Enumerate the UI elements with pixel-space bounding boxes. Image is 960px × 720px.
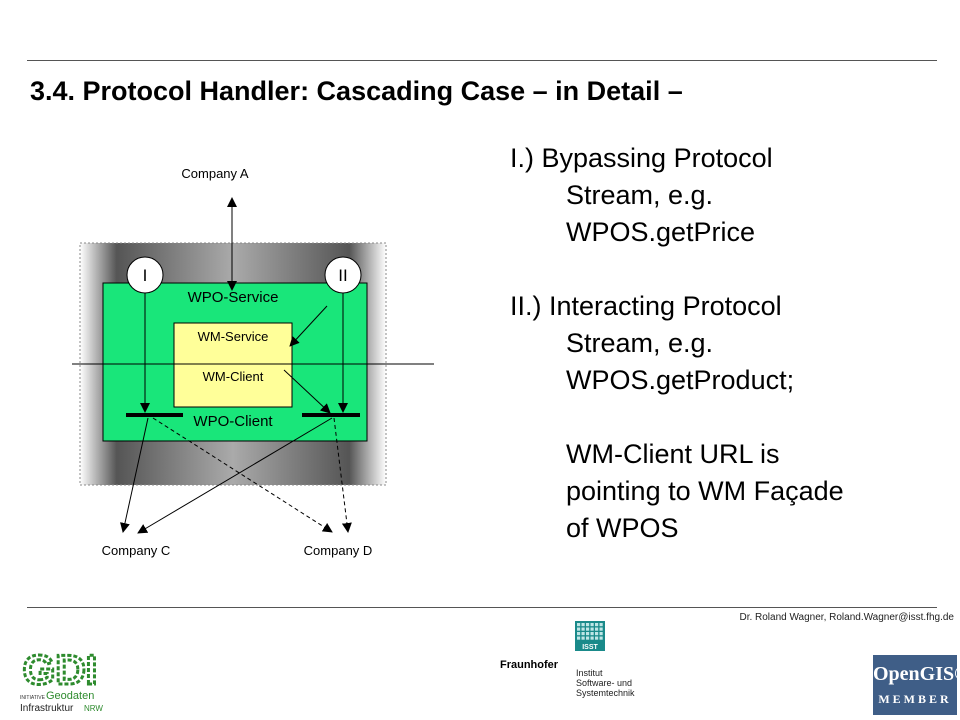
flow-left-to-c	[120, 417, 149, 533]
point-interacting: II.) Interacting Protocol Stream, e.g. W…	[510, 288, 844, 547]
isst-grid-cell	[599, 627, 603, 631]
isst-logo: ISST	[575, 621, 605, 651]
isst-grid-cell	[599, 636, 603, 640]
flow-right-to-c	[137, 417, 333, 534]
isst-grid-cell	[599, 623, 603, 627]
isst-grid-cell	[581, 636, 585, 640]
isst-grid-cell	[590, 636, 594, 640]
institut-line: Software- und	[576, 678, 633, 688]
interact-arrow-in	[289, 305, 328, 347]
interact-arrow-out	[283, 369, 331, 414]
opengis-logo-top: OpenGIS®	[873, 663, 960, 685]
isst-grid-cell	[581, 627, 585, 631]
isst-grid-cell	[586, 636, 590, 640]
company-a-label: Company A	[181, 166, 249, 181]
gdi-tag-nrw: NRW	[84, 704, 103, 713]
isst-grid-cell	[595, 636, 599, 640]
isst-grid-cell	[595, 623, 599, 627]
company-d-label: Company D	[304, 543, 373, 558]
isst-grid-cell	[599, 632, 603, 636]
wm-client-label: WM-Client	[203, 369, 264, 384]
isst-grid-cell	[586, 627, 590, 631]
wpo-client-label: WPO-Client	[193, 413, 273, 430]
author-credit: Dr. Roland Wagner, Roland.Wagner@isst.fh…	[739, 612, 954, 623]
gdi-tag-infrastruktur: Infrastruktur	[20, 703, 74, 714]
point-interacting-line: pointing to WM Façade	[566, 476, 844, 506]
wpo-service-label: WPO-Service	[188, 289, 279, 306]
isst-grid-cell	[590, 632, 594, 636]
institut-label: Institut Software- und Systemtechnik	[576, 668, 635, 698]
fraunhofer-label: Fraunhofer	[500, 659, 559, 671]
gdi-logo-letters: GDI	[23, 646, 98, 693]
institut-line: Institut	[576, 668, 603, 678]
point-interacting-heading: II.) Interacting Protocol	[510, 291, 782, 321]
page-title: 3.4. Protocol Handler: Cascading Case – …	[30, 76, 683, 106]
flow-right-to-d	[333, 417, 352, 533]
point-interacting-line: of WPOS	[566, 513, 679, 543]
marker-i-label: I	[143, 266, 148, 285]
institut-line: Systemtechnik	[576, 688, 635, 698]
top-rule	[27, 60, 937, 61]
isst-grid-cell	[595, 627, 599, 631]
gdi-logo: GDI INITIATIVE Geodaten Infrastruktur NR…	[6, 640, 114, 714]
company-c-label: Company C	[102, 543, 171, 558]
point-interacting-line: WPOS.getProduct;	[566, 365, 795, 395]
point-bypassing-heading: I.) Bypassing Protocol	[510, 143, 773, 173]
point-interacting-spacer	[510, 399, 844, 436]
isst-grid-cell	[577, 627, 581, 631]
gdi-tag-initiative: INITIATIVE	[20, 695, 46, 701]
point-interacting-line: Stream, e.g.	[566, 328, 714, 358]
point-bypassing: I.) Bypassing Protocol Stream, e.g. WPOS…	[510, 140, 773, 251]
opengis-logo: OpenGIS® MEMBER	[873, 655, 960, 715]
cascading-diagram: Company A I II WPO-Service WM-Service WM…	[72, 166, 434, 558]
wm-service-label: WM-Service	[198, 329, 269, 344]
isst-grid-cell	[590, 623, 594, 627]
isst-grid-cell	[577, 623, 581, 627]
isst-grid-cell	[581, 632, 585, 636]
wm-box	[173, 322, 293, 408]
point-interacting-line: WM-Client URL is	[566, 439, 780, 469]
isst-grid-pattern	[577, 623, 603, 640]
point-bypassing-line: WPOS.getPrice	[566, 217, 756, 247]
isst-logo-label: ISST	[582, 644, 598, 651]
isst-grid-cell	[586, 623, 590, 627]
isst-grid-cell	[577, 632, 581, 636]
opengis-logo-bottom: MEMBER	[878, 692, 952, 706]
marker-ii-label: II	[338, 266, 347, 285]
isst-grid-cell	[590, 627, 594, 631]
isst-grid-cell	[581, 623, 585, 627]
flow-left-to-d	[152, 417, 333, 533]
isst-grid-cell	[586, 632, 590, 636]
gdi-tag-geodaten: Geodaten	[46, 690, 94, 702]
isst-grid-cell	[595, 632, 599, 636]
footer-rule	[27, 607, 937, 608]
point-bypassing-line: Stream, e.g.	[566, 180, 714, 210]
isst-grid-cell	[577, 636, 581, 640]
